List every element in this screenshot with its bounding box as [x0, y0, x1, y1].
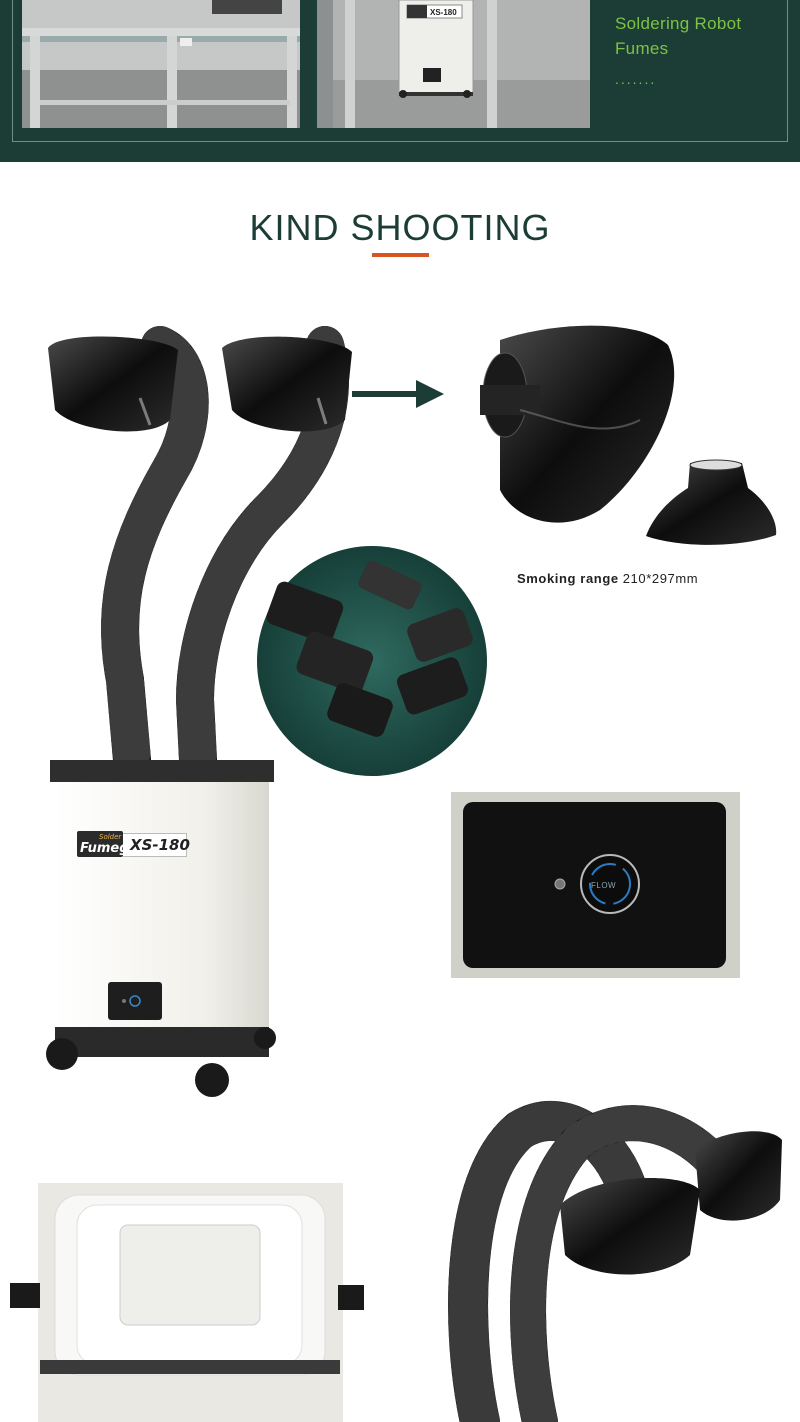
brand-logo-box [77, 831, 123, 857]
title-underline [372, 253, 429, 257]
hood-right [222, 336, 352, 432]
main-unit-body [50, 760, 274, 1057]
fume-unit-photo: XS-180 [317, 0, 590, 128]
caption-dots: ....... [615, 71, 657, 87]
caster-wheels [46, 1027, 276, 1097]
hose-zoom-circle [257, 546, 487, 776]
small-hood-detail [646, 459, 777, 545]
workbench-photo [22, 0, 300, 128]
hoses-closeup [448, 1101, 738, 1422]
filter-photo [10, 1183, 364, 1422]
caption-line-1: Soldering Robot [615, 14, 742, 33]
brand-small: Solder [99, 833, 122, 841]
model-label: XS-180 [130, 836, 190, 854]
smoking-range-value: 210*297mm [622, 571, 699, 586]
caption-line-2: Fumes [615, 39, 669, 58]
hood-detail [480, 325, 675, 523]
model-box [123, 833, 187, 857]
top-band-frame [12, 0, 788, 142]
top-caption: Soldering Robot Fumes ....... [615, 11, 785, 92]
closeup-hood-back [695, 1131, 782, 1221]
flow-button-label: FLOW [591, 881, 617, 890]
smoking-range-label: Smoking range [517, 571, 619, 586]
flex-arm-left [101, 326, 209, 779]
section-title: KIND SHOOTING [249, 207, 551, 248]
photo-unit-label: XS-180 [430, 8, 457, 17]
hood-left [48, 336, 178, 432]
control-panel-photo [451, 792, 740, 978]
closeup-hood-front [560, 1178, 700, 1275]
arrow-right-icon [352, 380, 444, 408]
